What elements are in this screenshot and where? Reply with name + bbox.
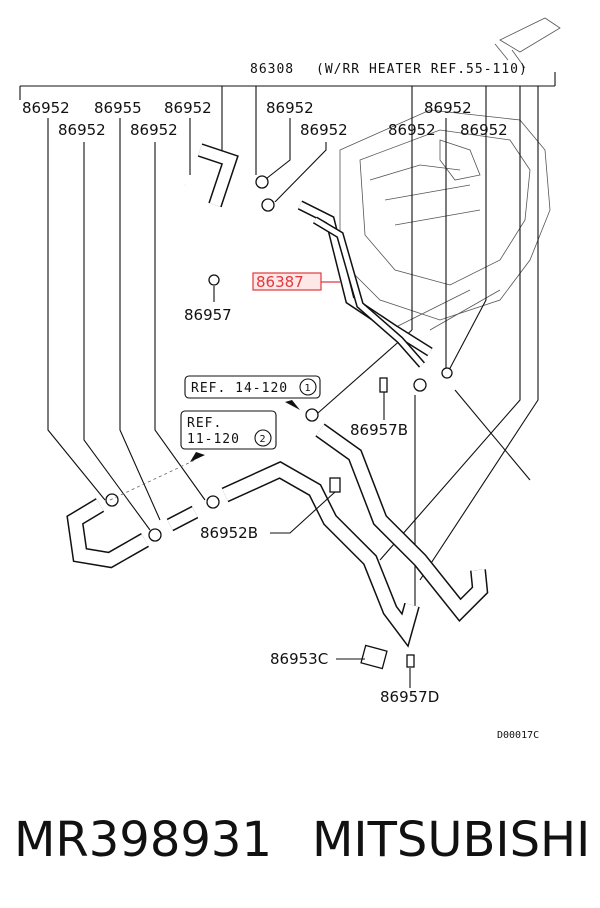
leader-lines <box>19 72 556 610</box>
ref1-text: REF. 14-120 <box>191 381 288 396</box>
parts-diagram: 86308 (W/RR HEATER REF.55-110) 86952 869… <box>19 17 561 741</box>
label-top-3: 86952 <box>164 99 212 117</box>
label-86952b: 86952B <box>200 524 258 542</box>
ref2-text-2: 11-120 <box>187 432 240 447</box>
label-86957: 86957 <box>184 306 232 324</box>
diagram-code: D00017C <box>497 730 539 741</box>
label-second-2: 86952 <box>130 121 178 139</box>
label-top-4: 86952 <box>266 99 314 117</box>
label-86953c: 86953C <box>270 650 328 668</box>
ref-11-120-box[interactable]: REF. 11-120 2 <box>180 410 277 450</box>
ref1-arrow <box>285 400 300 410</box>
ref2-arrow <box>190 452 205 462</box>
label-86308: 86308 <box>250 62 294 77</box>
label-second-1: 86952 <box>58 121 106 139</box>
label-86387: 86387 <box>256 273 304 291</box>
label-top-1: 86952 <box>22 99 70 117</box>
label-86957b: 86957B <box>350 421 408 439</box>
ref-14-120-box[interactable]: REF. 14-120 1 <box>184 375 321 399</box>
label-86957d: 86957D <box>380 688 439 706</box>
label-top-2: 86955 <box>94 99 142 117</box>
label-heater-note: (W/RR HEATER REF.55-110) <box>316 62 528 77</box>
brand-name: MITSUBISHI <box>312 812 591 868</box>
hose-assembly <box>66 143 489 670</box>
label-second-4: 86952 <box>388 121 436 139</box>
ref2-circle-number: 2 <box>260 434 266 445</box>
label-top-5: 86952 <box>424 99 472 117</box>
heater-unit-outline <box>339 17 561 331</box>
ref2-text-1: REF. <box>187 416 222 431</box>
highlighted-part-86387[interactable]: 86387 <box>252 272 340 291</box>
ref1-circle-number: 1 <box>305 383 311 394</box>
footer: MR398931 MITSUBISHI <box>0 800 600 880</box>
part-number: MR398931 <box>14 812 272 868</box>
label-second-3: 86952 <box>300 121 348 139</box>
label-second-5: 86952 <box>460 121 508 139</box>
